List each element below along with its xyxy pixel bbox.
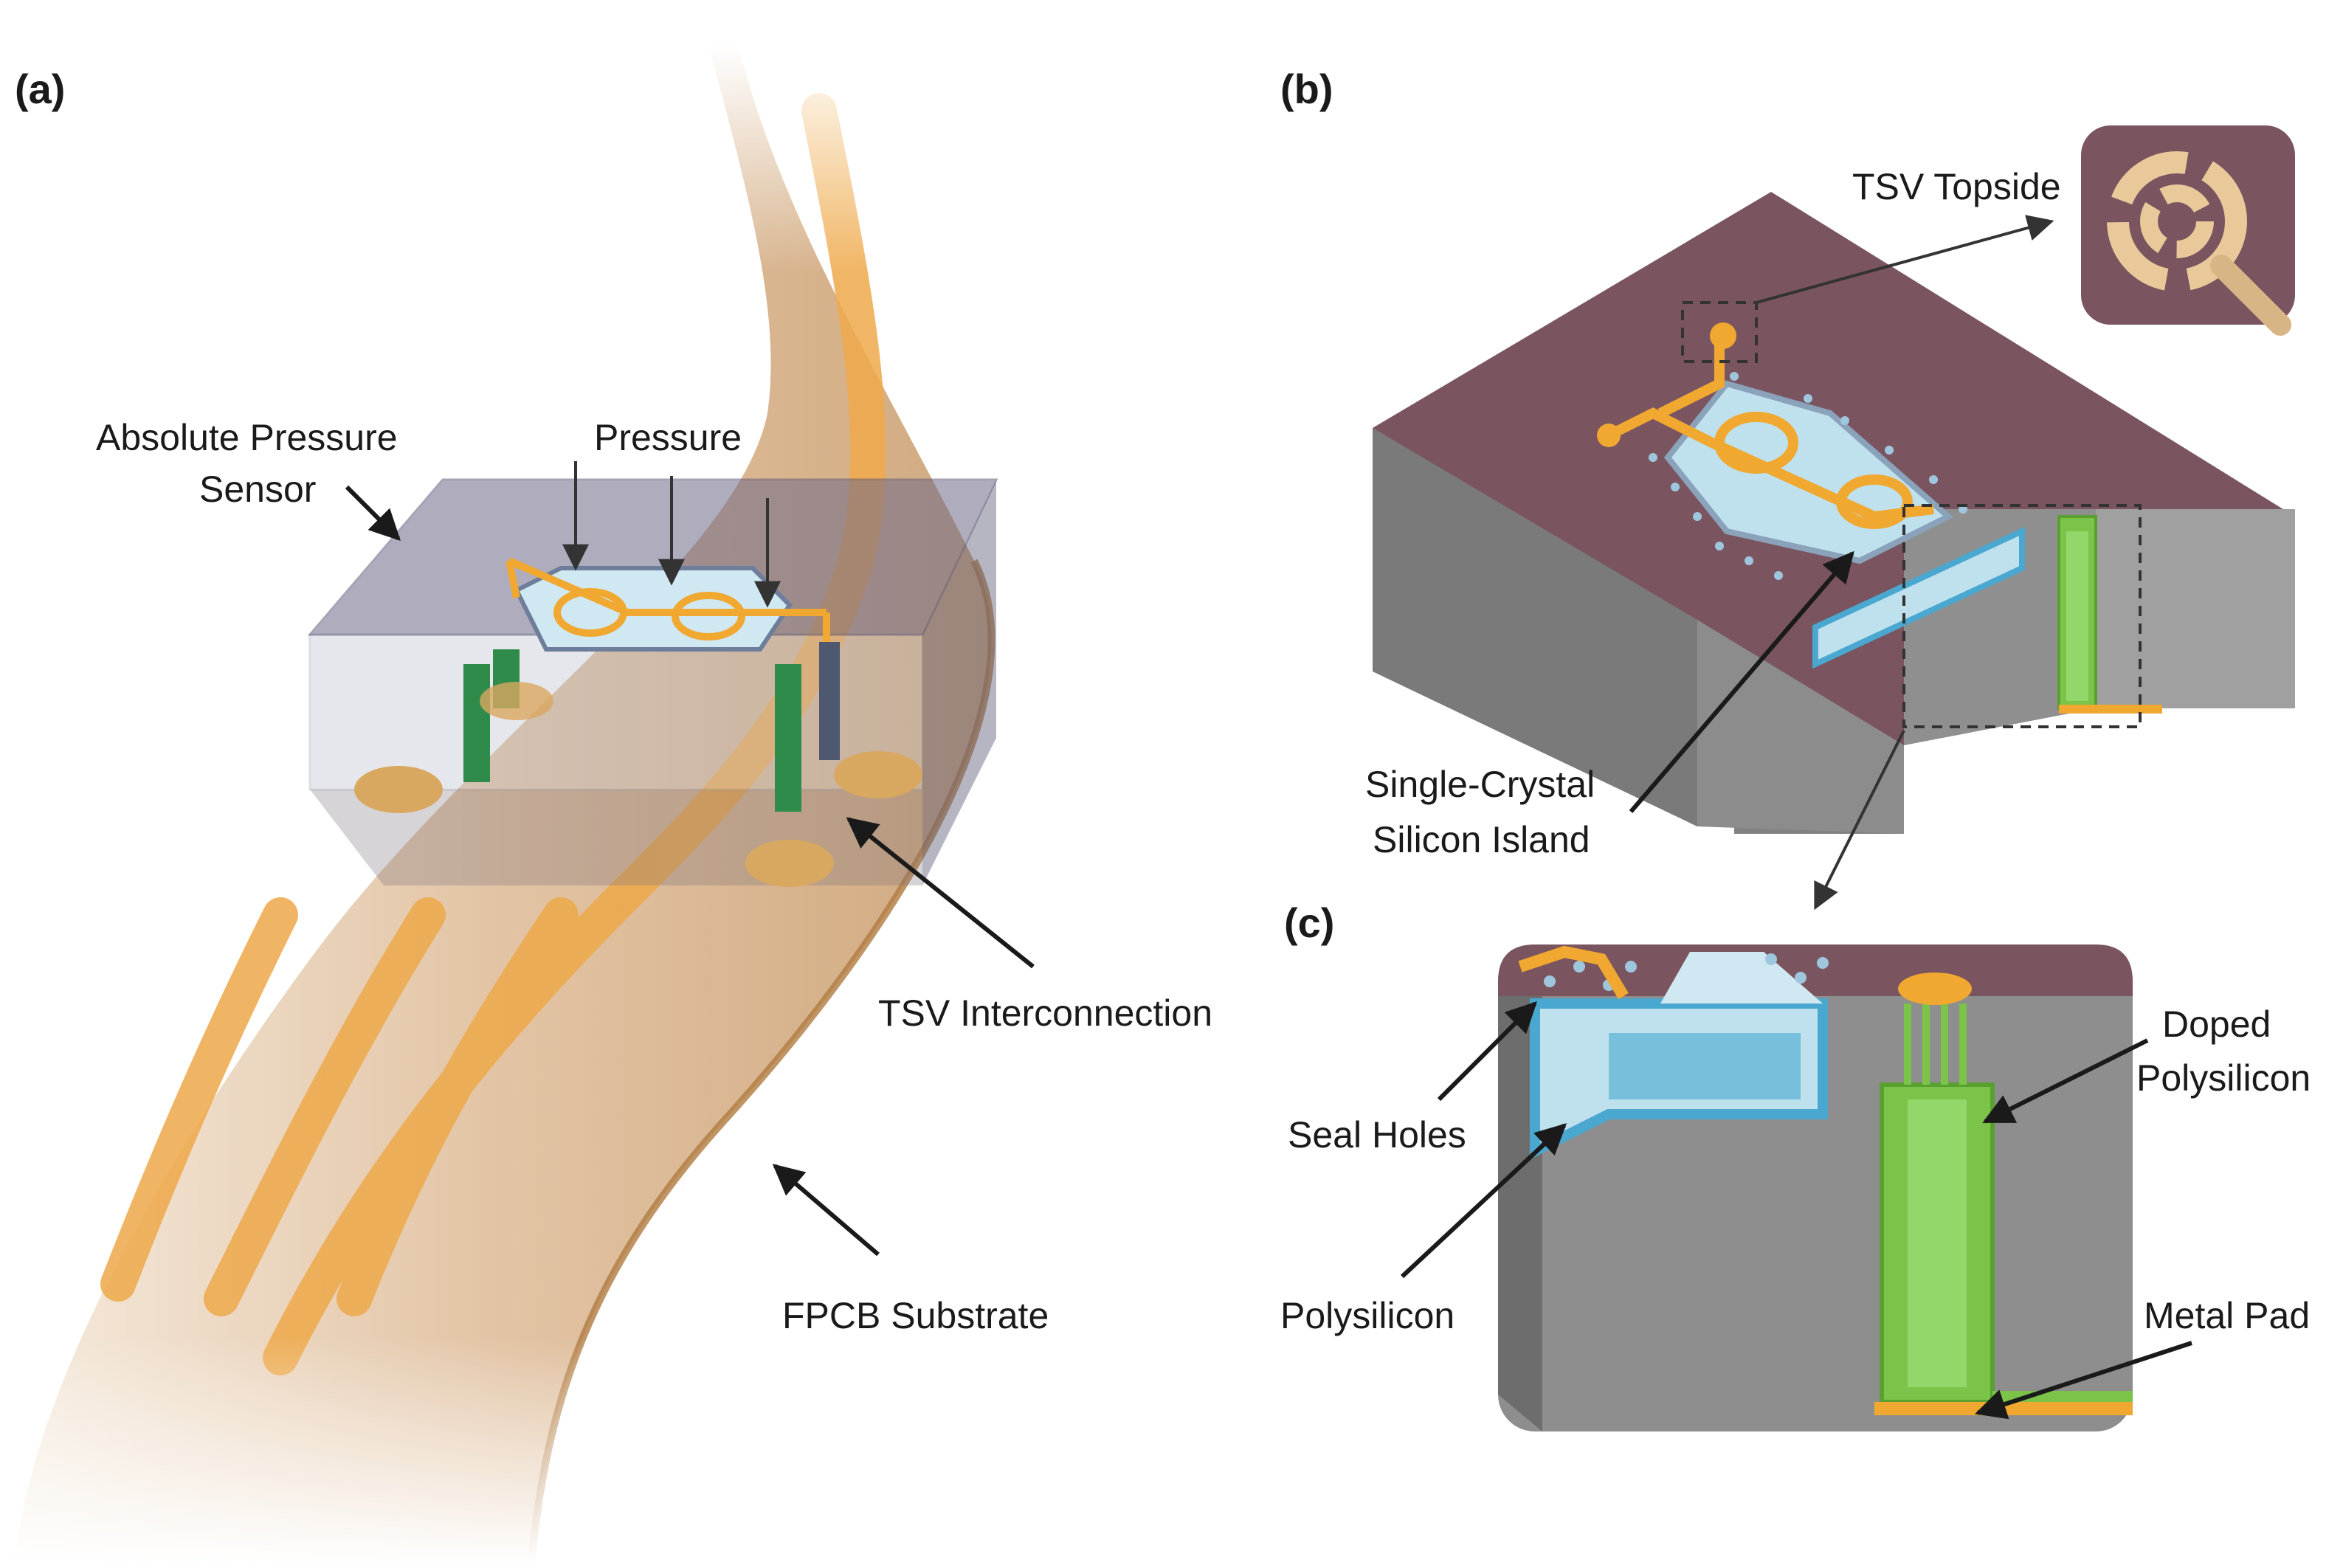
tsv-fins xyxy=(1904,1004,1967,1085)
absolute-pressure-sensor-chip xyxy=(307,478,998,887)
doped-polysilicon-label-line2: Polysilicon xyxy=(2136,1057,2311,1099)
single-crystal-label: Single-Crystal xyxy=(1365,764,1595,805)
panel-a-label: (a) xyxy=(15,66,65,112)
single-crystal-label-line2: Silicon Island xyxy=(1373,819,1590,860)
fpcb-substrate-arrow xyxy=(772,1164,880,1257)
panel-a: (a) Absolute Pressure Sensor Pressure TS… xyxy=(0,44,1212,1565)
cavity-cutaway xyxy=(1812,526,2025,669)
panel-b: (b) TSV Topside Single-Crystal Silicon I… xyxy=(1280,66,2295,911)
tsv-topside-inset xyxy=(2081,125,2295,336)
panel-c-label: (c) xyxy=(1284,899,1334,946)
tsv-interconnection-arrow xyxy=(846,817,1035,969)
tsv-topside-callout-box xyxy=(1681,301,1758,363)
fpcb-fade xyxy=(0,44,1033,1564)
absolute-pressure-sensor-label-line2: Sensor xyxy=(199,469,316,510)
absolute-pressure-sensor-label: Absolute Pressure xyxy=(96,417,398,458)
polysilicon-label: Polysilicon xyxy=(1280,1295,1455,1336)
single-crystal-arrow xyxy=(1629,550,1854,813)
piezoresistor-trace-c xyxy=(1518,945,1629,1000)
doped-polysilicon-label: Doped xyxy=(2162,1004,2271,1045)
tsv-topside-pad xyxy=(1710,322,1736,349)
doped-polysilicon-arrow xyxy=(1982,1038,2149,1124)
cavity-opening xyxy=(1660,952,1823,1004)
piezoresistor-traces-b xyxy=(1606,332,1934,529)
seal-holes-b xyxy=(1649,372,1967,580)
cross-section-callout-box xyxy=(1902,504,2142,728)
seal-holes-label: Seal Holes xyxy=(1288,1114,1466,1156)
inset-c-arrow xyxy=(1814,730,1905,911)
seal-holes-arrow xyxy=(1437,1001,1537,1102)
tsv-interconnection-label: TSV Interconnection xyxy=(878,992,1212,1034)
fpcb-substrate-label: FPCB Substrate xyxy=(782,1295,1049,1336)
metal-pad-label: Metal Pad xyxy=(2144,1295,2310,1336)
tsv-topside-label: TSV Topside xyxy=(1852,166,2061,207)
polysilicon-arrow xyxy=(1400,1123,1567,1279)
panel-b-label: (b) xyxy=(1280,66,1333,112)
sensor-arrow xyxy=(345,485,401,541)
pressure-label: Pressure xyxy=(594,417,742,458)
tsv-topside-contact xyxy=(1898,973,1972,1005)
metal-pad xyxy=(354,766,443,813)
panel-c: (c) Seal Holes Polysilicon Doped Polysil… xyxy=(1280,899,2311,1431)
tsv-topside-arrow xyxy=(1756,215,2054,304)
tsv-pillar xyxy=(463,664,490,782)
metal-pad-arrow xyxy=(1975,1341,2192,1420)
seal-holes-c xyxy=(1544,953,1829,991)
